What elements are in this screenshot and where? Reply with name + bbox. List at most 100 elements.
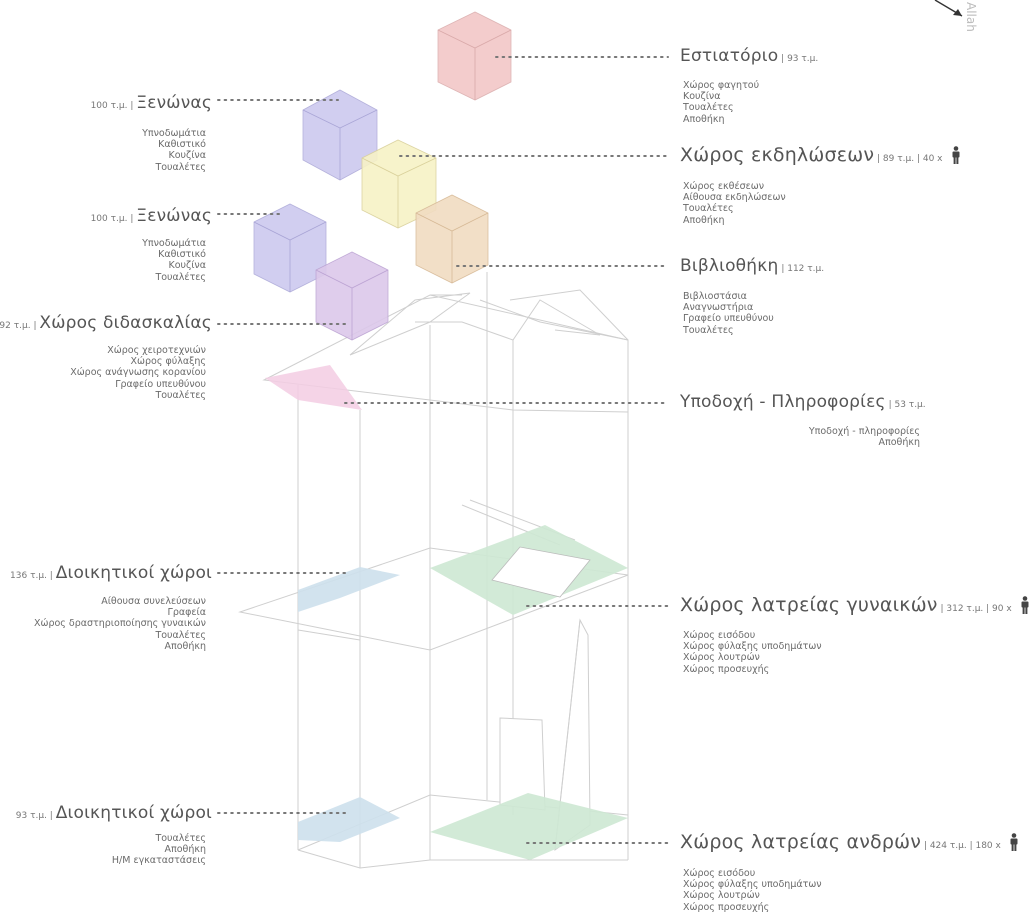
person-icon: [1010, 833, 1018, 851]
list-item: Γραφείο υπευθύνου: [115, 378, 206, 390]
list-item: Αποθήκη: [683, 113, 725, 125]
women-list: Χώρος εισόδου Χώρος φύλαξης υποδημάτων Χ…: [683, 630, 822, 675]
restaurant-title: Εστιατόριο | 93 τ.μ.: [680, 46, 819, 66]
library-cube: [415, 194, 489, 284]
list-item: Γραφείο υπευθύνου: [683, 313, 774, 325]
list-item: Κουζίνα: [168, 260, 207, 272]
list-item: Καθιστικό: [158, 249, 206, 261]
list-item: Τουαλέτες: [155, 389, 206, 401]
men-list: Χώρος εισόδου Χώρος φύλαξης υποδημάτων Χ…: [683, 868, 822, 913]
guesthouse1-name: Ξενώνας: [136, 93, 212, 113]
restaurant-area: 93 τ.μ.: [787, 54, 819, 64]
compass-arrow-icon: [934, 0, 963, 17]
guesthouse1-title: 100 τ.μ. | Ξενώνας: [90, 93, 212, 113]
reception-name: Υποδοχή - Πληροφορίες: [680, 392, 886, 412]
admin2-area: 93 τ.μ.: [15, 811, 47, 821]
list-item: Κουζίνα: [683, 91, 721, 103]
list-item: Τουαλέτες: [155, 161, 206, 173]
guesthouse2-cube: [253, 203, 327, 293]
list-item: Χώρος ανάγνωσης κορανίου: [70, 367, 206, 379]
admin2-list: Τουαλέτες Αποθήκη Η/Μ εγκαταστάσεις: [112, 833, 206, 867]
list-item: Κουζίνα: [168, 150, 207, 162]
admin1-floor-plane: [298, 567, 400, 612]
events-name: Χώρος εκδηλώσεων: [680, 144, 875, 166]
teaching-title: 92 τ.μ. | Χώρος διδασκαλίας: [0, 313, 212, 333]
list-item: Χώρος προσευχής: [683, 901, 770, 913]
list-item: Αίθουσα εκδηλώσεων: [683, 192, 786, 204]
admin1-list: Αίθουσα συνελεύσεων Γραφεία Χώρος δραστη…: [34, 596, 206, 652]
list-item: Αποθήκη: [878, 437, 920, 449]
events-meta: 89 τ.μ. | 40 x: [882, 154, 943, 164]
men-meta: 424 τ.μ. | 180 x: [929, 841, 1001, 851]
admin2-floor-plane: [298, 797, 400, 842]
list-item: Χώρος φύλαξης: [130, 356, 206, 368]
admin2-name: Διοικητικοί χώροι: [55, 803, 212, 823]
teaching-name: Χώρος διδασκαλίας: [39, 313, 212, 333]
list-item: Χώρος φαγητού: [683, 80, 760, 91]
women-title: Χώρος λατρείας γυναικών | 312 τ.μ. | 90 …: [680, 596, 1030, 615]
list-item: Αποθήκη: [164, 844, 206, 856]
list-item: Αναγνωστήρια: [683, 302, 754, 314]
admin1-name: Διοικητικοί χώροι: [55, 563, 212, 583]
women-meta: 312 τ.μ. | 90 x: [946, 604, 1012, 614]
guesthouse1-list: Υπνοδωμάτια Καθιστικό Κουζίνα Τουαλέτες: [142, 128, 206, 173]
list-item: Χώρος φύλαξης υποδημάτων: [683, 879, 822, 891]
list-item: Αποθήκη: [164, 640, 206, 652]
admin2-title: 93 τ.μ. | Διοικητικοί χώροι: [15, 803, 212, 823]
library-list: Βιβλιοστάσια Αναγνωστήρια Γραφείο υπευθύ…: [683, 291, 774, 336]
restaurant-name: Εστιατόριο: [680, 46, 779, 66]
list-item: Τουαλέτες: [155, 629, 206, 641]
person-icon: [952, 146, 960, 164]
list-item: Καθιστικό: [158, 139, 206, 151]
list-item: Χώρος χειροτεχνιών: [107, 345, 206, 356]
library-name: Βιβλιοθήκη: [680, 256, 779, 276]
guesthouse2-title: 100 τ.μ. | Ξενώνας: [90, 206, 212, 226]
list-item: Χώρος εκθέσεων: [683, 181, 765, 192]
list-item: Υπνοδωμάτια: [142, 128, 206, 139]
teaching-area: 92 τ.μ.: [0, 321, 31, 331]
person-icon: [1021, 596, 1029, 614]
list-item: Χώρος λουτρών: [683, 890, 760, 902]
events-list: Χώρος εκθέσεων Αίθουσα εκδηλώσεων Τουαλέ…: [683, 181, 786, 226]
list-item: Τουαλέτες: [155, 271, 206, 283]
men-title: Χώρος λατρείας ανδρών | 424 τ.μ. | 180 x: [680, 833, 1019, 852]
admin1-title: 136 τ.μ. | Διοικητικοί χώροι: [10, 563, 212, 583]
list-item: Χώρος εισόδου: [683, 868, 756, 879]
leader-lines: [217, 56, 669, 844]
restaurant-cube: [437, 11, 512, 101]
axonometric-drawing: [217, 0, 963, 869]
teaching-list: Χώρος χειροτεχνιών Χώρος φύλαξης Χώρος α…: [70, 345, 206, 401]
men-name: Χώρος λατρείας ανδρών: [680, 831, 922, 853]
list-item: Χώρος λουτρών: [683, 652, 760, 664]
restaurant-list: Χώρος φαγητού Κουζίνα Τουαλέτες Αποθήκη: [683, 80, 759, 125]
list-item: Αποθήκη: [683, 214, 725, 226]
teaching-cube: [315, 251, 389, 341]
guesthouse2-name: Ξενώνας: [136, 206, 212, 226]
list-item: Γραφεία: [167, 607, 206, 619]
teaching-floor-plane: [265, 365, 362, 410]
reception-title: Υποδοχή - Πληροφορίες | 53 τ.μ.: [680, 392, 926, 412]
guesthouse1-area: 100 τ.μ.: [90, 101, 128, 111]
guesthouse2-area: 100 τ.μ.: [90, 214, 128, 224]
admin1-area: 136 τ.μ.: [10, 571, 47, 581]
list-item: Χώρος εισόδου: [683, 630, 756, 641]
list-item: Τουαλέτες: [155, 833, 206, 844]
reception-area: 53 τ.μ.: [894, 400, 926, 410]
library-title: Βιβλιοθήκη | 112 τ.μ.: [680, 256, 825, 276]
guesthouse2-list: Υπνοδωμάτια Καθιστικό Κουζίνα Τουαλέτες: [142, 238, 206, 283]
women-name: Χώρος λατρείας γυναικών: [680, 594, 938, 616]
compass-label: Allah: [964, 2, 978, 32]
list-item: Υπνοδωμάτια: [142, 238, 206, 249]
list-item: Χώρος προσευχής: [683, 663, 770, 675]
reception-list: Υποδοχή - πληροφορίες Αποθήκη: [809, 426, 920, 448]
list-item: Τουαλέτες: [683, 203, 734, 215]
women-worship-opening: [491, 546, 591, 598]
list-item: Υποδοχή - πληροφορίες: [808, 426, 920, 437]
list-item: Τουαλέτες: [683, 102, 734, 114]
list-item: Αίθουσα συνελεύσεων: [101, 596, 206, 607]
list-item: Τουαλέτες: [683, 324, 734, 336]
list-item: Η/Μ εγκαταστάσεις: [111, 855, 206, 867]
list-item: Χώρος φύλαξης υποδημάτων: [683, 641, 822, 653]
events-title: Χώρος εκδηλώσεων | 89 τ.μ. | 40 x: [680, 146, 961, 165]
